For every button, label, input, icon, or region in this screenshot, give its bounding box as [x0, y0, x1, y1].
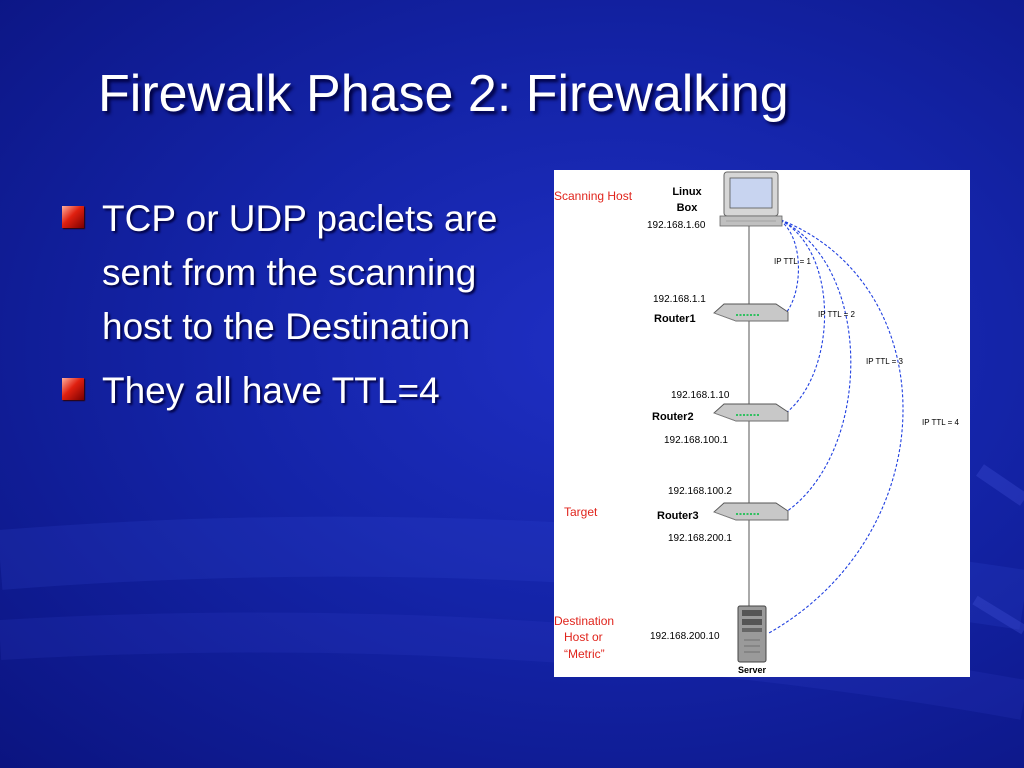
ip-address: 192.168.1.1: [653, 294, 706, 305]
scanning-host-label: Scanning Host: [554, 189, 633, 203]
ttl-probe-arc-3: [775, 217, 852, 513]
ip-address: 192.168.1.60: [647, 220, 706, 231]
bullet-square-icon: [62, 378, 84, 400]
ttl-probe-arc-4: [768, 217, 904, 634]
ip-address: 192.168.1.10: [671, 390, 730, 401]
slide-title: Firewalk Phase 2: Firewalking: [98, 65, 789, 123]
ip-address: 192.168.200.10: [650, 631, 720, 642]
server-icon: [737, 605, 767, 663]
ip-address: 192.168.200.1: [668, 533, 732, 544]
ttl-probe-arc-2: [775, 217, 826, 414]
destination-label-line: Destination: [554, 614, 614, 628]
router-icon: [713, 502, 789, 521]
destination-label-line: Host or: [564, 630, 603, 644]
bullet-text: They all have TTL=4: [102, 370, 440, 411]
ttl-label: IP TTL = 4: [922, 418, 960, 427]
bullet-list: TCP or UDP paclets are sent from the sca…: [62, 192, 532, 428]
ttl-probe-arc-1: [775, 217, 799, 314]
bullet-square-icon: [62, 206, 84, 228]
router1-name: Router1: [654, 313, 696, 325]
ttl-label: IP TTL = 2: [818, 310, 856, 319]
destination-label-line: “Metric”: [564, 647, 605, 661]
network-diagram: Scanning Host Target Destination Host or…: [554, 170, 970, 677]
router-icon: [713, 303, 789, 322]
linux-box-name-line: Box: [677, 202, 699, 214]
computer-icon: [719, 171, 783, 227]
ttl-label: IP TTL = 3: [866, 357, 904, 366]
bullet-item: They all have TTL=4: [62, 364, 532, 418]
ttl-label: IP TTL = 1: [774, 257, 812, 266]
ip-address: 192.168.100.2: [668, 486, 732, 497]
bullet-item: TCP or UDP paclets are sent from the sca…: [62, 192, 532, 354]
router3-name: Router3: [657, 510, 699, 522]
linux-box-name-line: Linux: [672, 186, 702, 198]
router-icon: [713, 403, 789, 422]
router2-name: Router2: [652, 411, 694, 423]
server-name: Server: [738, 665, 767, 675]
ip-address: 192.168.100.1: [664, 435, 728, 446]
target-label: Target: [564, 505, 598, 519]
bullet-text: TCP or UDP paclets are sent from the sca…: [102, 198, 498, 347]
diagram-canvas: Scanning Host Target Destination Host or…: [554, 171, 960, 675]
